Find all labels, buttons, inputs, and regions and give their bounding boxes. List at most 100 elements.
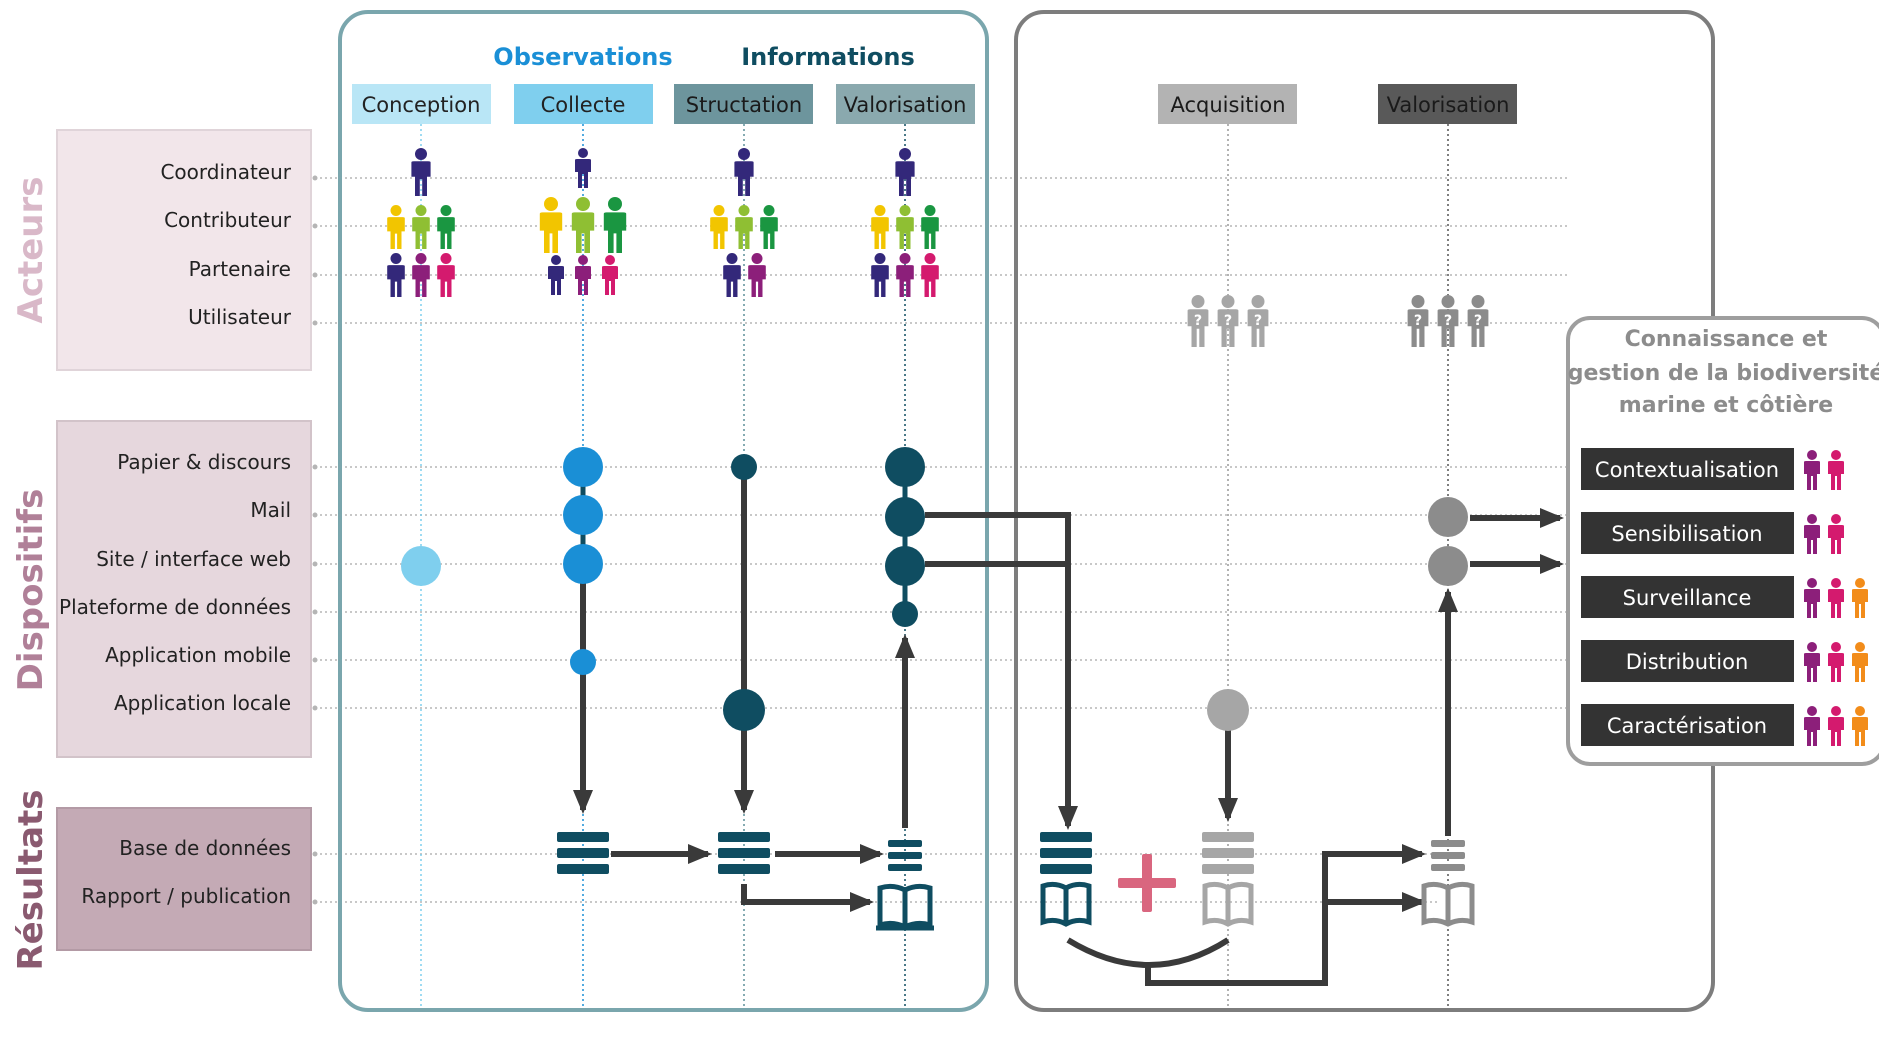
unknown-user-icon — [1407, 295, 1429, 347]
header-informations: Informations — [741, 43, 915, 71]
row-label-mobile: Application mobile — [105, 643, 291, 667]
knowledge-item-caracterisation: Caractérisation — [1581, 704, 1868, 746]
row-label-utilisateur: Utilisateur — [188, 305, 292, 329]
contributor-icon — [437, 205, 455, 249]
phase-label-structation: Structation — [686, 93, 802, 117]
actors-conception — [387, 148, 455, 297]
knowledge-title-line1: Connaissance et — [1625, 327, 1828, 352]
knowledge-item-surveillance: Surveillance — [1581, 576, 1868, 618]
dots-structation — [723, 454, 765, 731]
row-label-rapport: Rapport / publication — [81, 884, 291, 908]
dots-valorisation — [885, 447, 925, 627]
contributor-icon — [735, 205, 753, 249]
dot-collecte-papier — [563, 447, 603, 487]
actors-collecte — [539, 148, 627, 295]
phase-acquisition: Acquisition — [1158, 84, 1297, 124]
contributor-icon — [412, 205, 430, 249]
unknown-user-icon — [1467, 295, 1489, 347]
phase-valorisation-left: Valorisation — [836, 84, 975, 124]
knowledge-item-label: Distribution — [1626, 650, 1749, 674]
group-label-dispositifs: Dispositifs — [11, 489, 51, 692]
phase-label-collecte: Collecte — [541, 93, 626, 117]
contributor-icon — [871, 205, 889, 249]
row-label-contributeur: Contributeur — [164, 208, 292, 232]
knowledge-item-sensibilisation: Sensibilisation — [1581, 512, 1844, 554]
plus-icon — [1118, 854, 1176, 912]
row-guide-dots — [312, 175, 318, 905]
row-label-base: Base de données — [119, 836, 291, 860]
acteurs-group-box — [56, 129, 312, 371]
coordinator-icon — [734, 148, 754, 196]
dot-conception-site — [401, 546, 441, 586]
partner-icon — [921, 253, 939, 297]
dot-collecte-site — [563, 544, 603, 584]
phase-label-valorisation-right: Valorisation — [1387, 93, 1510, 117]
book-icon — [1202, 881, 1254, 927]
dots-collecte — [563, 447, 603, 675]
contributor-icon — [603, 197, 627, 253]
dots-conception — [401, 546, 441, 586]
database-icon — [718, 832, 770, 874]
dot-collecte-mail — [563, 495, 603, 535]
row-label-locale: Application locale — [114, 691, 291, 715]
dots-valorisation-right — [1428, 497, 1468, 586]
coordinator-icon — [895, 148, 915, 196]
phase-valorisation-right: Valorisation — [1378, 84, 1517, 124]
row-label-site: Site / interface web — [96, 547, 291, 571]
knowledge-item-label: Caractérisation — [1607, 714, 1767, 738]
dot-structation-locale — [723, 689, 765, 731]
knowledge-item-label: Surveillance — [1623, 586, 1752, 610]
dot-valorisation-right-mail — [1428, 497, 1468, 537]
contributor-icon — [387, 205, 405, 249]
unknown-user-icon — [1187, 295, 1209, 347]
dot-valorisation-plateforme — [892, 601, 918, 627]
unknown-user-icon — [1247, 295, 1269, 347]
partner-icon — [871, 253, 889, 297]
contributor-icon — [896, 205, 914, 249]
dot-valorisation-mail — [885, 497, 925, 537]
partner-icon — [723, 253, 741, 297]
phase-collecte: Collecte — [514, 84, 653, 124]
database-icon — [1431, 840, 1465, 871]
contributor-icon — [921, 205, 939, 249]
phase-conception: Conception — [352, 84, 491, 124]
phase-label-conception: Conception — [362, 93, 481, 117]
row-label-papier: Papier & discours — [117, 450, 291, 474]
dots-acquisition — [1207, 689, 1249, 731]
dot-acquisition-locale — [1207, 689, 1249, 731]
book-icon — [1421, 881, 1475, 927]
partner-icon — [602, 255, 618, 295]
actors-valorisation — [871, 148, 939, 297]
partner-icon — [387, 253, 405, 297]
book-icon — [876, 883, 934, 931]
dot-valorisation-right-site — [1428, 546, 1468, 586]
partner-icon — [748, 253, 766, 297]
group-label-acteurs: Acteurs — [11, 177, 51, 324]
dot-collecte-mobile — [570, 649, 596, 675]
row-labels: Coordinateur Contributeur Partenaire Uti… — [59, 160, 292, 908]
resultats-group-box — [56, 807, 312, 951]
knowledge-item-label: Contextualisation — [1595, 458, 1779, 482]
knowledge-title-line2: gestion de la biodiversité — [1568, 361, 1879, 386]
knowledge-item-contextualisation: Contextualisation — [1581, 448, 1844, 490]
knowledge-item-distribution: Distribution — [1581, 640, 1868, 682]
database-icon — [1202, 832, 1254, 874]
row-label-plateforme: Plateforme de données — [59, 595, 291, 619]
header-observations: Observations — [493, 43, 672, 71]
dot-structation-papier — [731, 454, 757, 480]
knowledge-title: Connaissance et gestion de la biodiversi… — [1568, 327, 1879, 418]
phase-structation: Structation — [674, 84, 813, 124]
contributor-icon — [710, 205, 728, 249]
group-label-resultats: Résultats — [11, 789, 51, 970]
knowledge-title-line3: marine et côtière — [1619, 393, 1833, 418]
row-label-coordinateur: Coordinateur — [160, 160, 291, 184]
database-icon — [888, 840, 922, 871]
knowledge-item-label: Sensibilisation — [1611, 522, 1762, 546]
dispositifs-group-box — [56, 420, 312, 758]
phase-label-valorisation-left: Valorisation — [844, 93, 967, 117]
partner-icon — [437, 253, 455, 297]
left-panel — [338, 10, 989, 1012]
dot-valorisation-site — [885, 546, 925, 586]
coordinator-icon — [575, 148, 591, 188]
database-icon — [1040, 832, 1092, 874]
